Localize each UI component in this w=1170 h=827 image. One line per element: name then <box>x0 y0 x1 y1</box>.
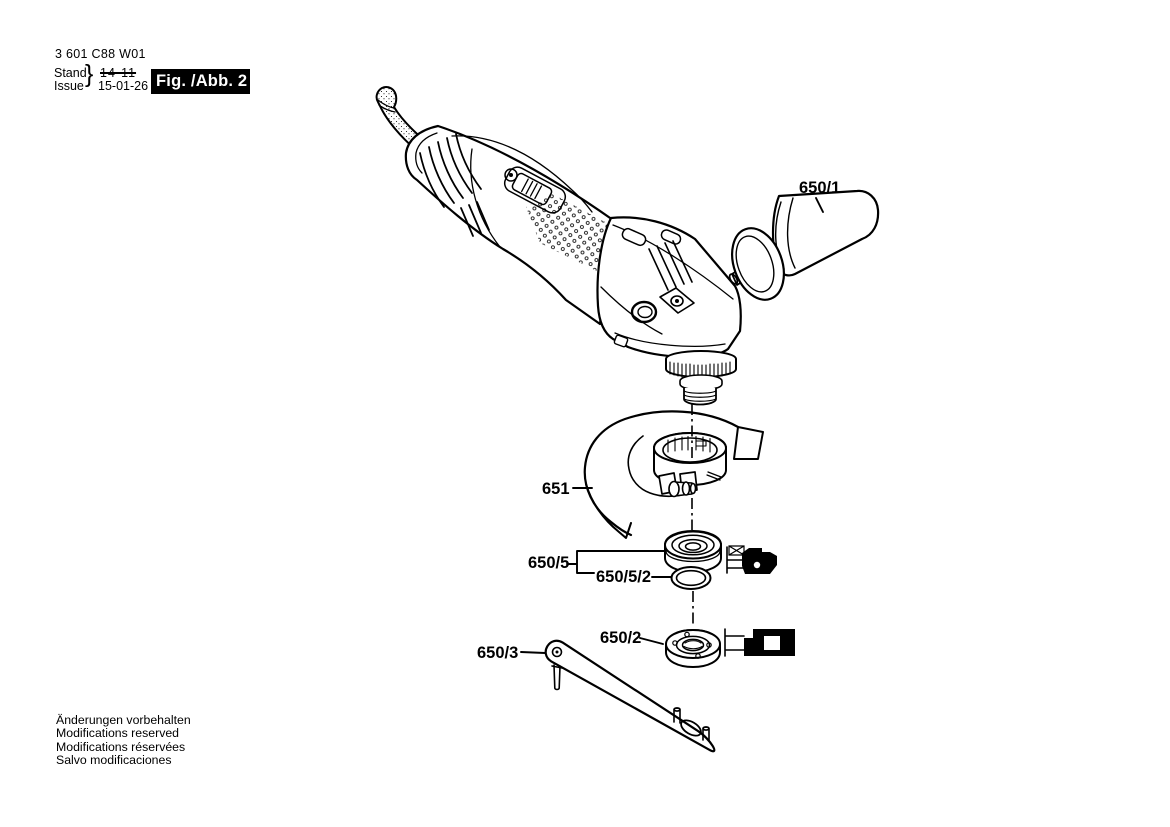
part-label-wheel-guard: 651 <box>542 480 570 498</box>
spindle-lock-button <box>659 287 695 314</box>
notice-line-es: Salvo modificaciones <box>56 753 172 768</box>
nut-pin-holes <box>672 631 712 659</box>
notice-line-fr: Modifications réservées <box>56 739 186 754</box>
rear-vent-slats <box>419 133 490 237</box>
o-ring <box>670 566 712 590</box>
grease-applicator-icon <box>726 545 777 574</box>
part-label-o-ring: 650/5/2 <box>596 568 652 586</box>
guard-mounting-fold <box>733 426 764 460</box>
part-number: 3 601 C88 W01 <box>55 47 146 61</box>
issue-label: Issue <box>54 79 84 93</box>
gear-head <box>596 216 742 359</box>
revision-notice: Änderungen vorbehalten Modifications res… <box>56 713 191 768</box>
part-label-side-handle: 650/1 <box>799 179 841 197</box>
collar-ribs <box>667 435 711 453</box>
head-vent-slats <box>648 240 693 291</box>
wheel-guard <box>583 410 764 539</box>
revision-brace: } <box>85 60 94 88</box>
guard-clamp-collar <box>653 432 727 498</box>
figure-badge: Fig. /Abb. 2 <box>151 69 250 94</box>
notice-line-de: Änderungen vorbehalten <box>56 713 191 727</box>
part-label-clamping-nut: 650/2 <box>600 629 642 647</box>
stand-label: Stand <box>54 66 87 80</box>
power-cord <box>375 86 426 151</box>
clamping-nut <box>665 628 721 669</box>
clamp-bolt <box>668 480 697 498</box>
handle-mount-hole <box>630 300 658 324</box>
notice-line-en: Modifications reserved <box>56 726 180 741</box>
part-label-flange-group: 650/5 <box>528 554 570 572</box>
backing-flange <box>664 529 722 574</box>
spindle-assembly <box>665 350 737 406</box>
current-date: 15-01-26 <box>98 79 149 93</box>
side-handle <box>728 189 880 301</box>
assembly-center-line <box>691 404 694 626</box>
superseded-date: 14-11 <box>100 66 137 80</box>
wrench-slot <box>680 719 702 737</box>
knurl-ticks <box>669 361 731 379</box>
motor-housing <box>404 124 657 326</box>
wrench-pins <box>673 707 710 742</box>
leader-lines <box>520 197 824 654</box>
pin-wrench <box>544 639 716 753</box>
wrench-hanging-pin <box>551 664 563 691</box>
part-label-pin-wrench: 650/3 <box>477 644 519 662</box>
mounting-block-icon <box>724 628 795 657</box>
